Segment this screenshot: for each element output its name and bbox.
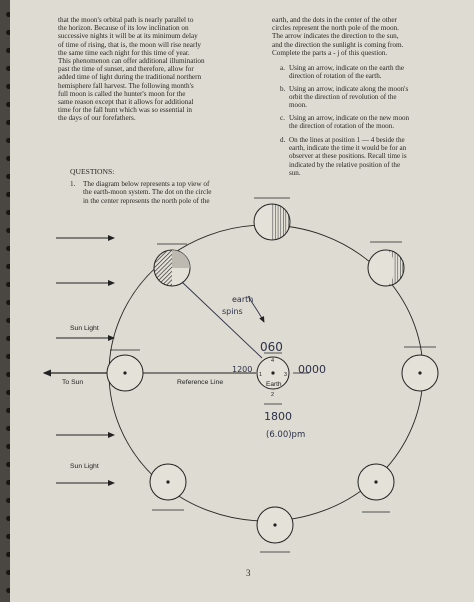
part-a: a. Using an arrow, indicate on the earth… (280, 64, 445, 80)
handwritten-time-top: 060 (260, 340, 283, 354)
paragraph-line: same reason except that it allows for ad… (58, 98, 194, 107)
paragraph-line: hemisphere fall harvest. The following m… (58, 81, 194, 90)
handwritten-spins-note: spins (222, 307, 243, 316)
question-number: 1. (70, 180, 76, 188)
part-c: c. Using an arrow, indicate on the new m… (280, 114, 445, 130)
position-1-label: 1 (259, 372, 262, 378)
question-1-text-start: The diagram below represents a top view … (83, 180, 255, 205)
part-label: b. (280, 85, 286, 93)
moon-lower-right (357, 463, 395, 513)
position-4-label: 4 (271, 358, 274, 364)
part-line: Using an arrow, indicate along the moon'… (289, 85, 409, 93)
paragraph-line: that the moon's orbital path is nearly p… (58, 16, 194, 24)
paragraph-line: added time of light during the tradition… (58, 73, 202, 82)
part-line: sun. (289, 168, 301, 177)
paragraph-line: the same time each night for this time o… (58, 48, 190, 57)
question-line: The arrow indicates the direction to the… (272, 32, 399, 41)
part-label: d. (280, 136, 286, 144)
handwritten-time-right: 0000 (298, 363, 326, 376)
part-line: Using an arrow, indicate on the new moon (289, 114, 410, 122)
handwritten-time-bottom: 1800 (264, 410, 292, 423)
part-line: Using an arrow, indicate on the earth th… (289, 64, 404, 72)
position-3-label: 3 (284, 372, 287, 378)
question-line: in the center represents the north pole … (83, 196, 210, 205)
handwritten-time-note: (6.00)pm (266, 430, 305, 440)
question-1-text-continued: earth, and the dots in the center of the… (272, 16, 450, 57)
part-line: the direction of rotation of the moon. (289, 122, 394, 131)
paragraph-line: the days of our forefathers. (58, 114, 136, 123)
question-line: the earth-moon system. The dot on the ci… (83, 188, 212, 197)
position-2-label: 2 (271, 392, 274, 398)
part-line: On the lines at position 1 — 4 beside th… (289, 136, 405, 144)
part-line: orbit the direction of revolution of the (289, 93, 397, 102)
handwritten-earth-note: earth (232, 295, 253, 304)
to-sun-label: To Sun (62, 379, 83, 386)
handwritten-pointer-line (181, 281, 263, 359)
part-line: direction of rotation of the earth. (289, 72, 382, 81)
question-line: circles represent the north pole of the … (272, 24, 399, 33)
page-number: 3 (246, 568, 251, 578)
part-line: observer at these positions. Recall time… (289, 152, 407, 161)
question-line: Complete the parts a - j of this questio… (272, 48, 388, 57)
question-line: The diagram below represents a top view … (83, 180, 210, 188)
handwritten-arrow (247, 295, 265, 323)
part-line: indicated by the relative position of th… (289, 160, 401, 169)
paragraph-line: full moon is called the hunter's moon fo… (58, 89, 186, 98)
question-1: 1. The diagram below represents a top vi… (70, 180, 255, 205)
part-label: c. (280, 114, 285, 122)
reference-line-label: Reference Line (177, 379, 223, 386)
moon-left (106, 349, 144, 392)
moon-bottom (256, 506, 294, 553)
paragraph-line: of time of rising, that is, the moon wil… (58, 40, 201, 49)
moon-upper-left (153, 243, 191, 287)
paragraph-line: time for the fall hunt which was so esse… (58, 106, 192, 115)
question-line: and the direction the sunlight is coming… (272, 40, 404, 49)
worksheet-page: that the moon's orbital path is nearly p… (10, 0, 474, 602)
earth-label: Earth (266, 381, 282, 388)
moon-right (401, 346, 439, 392)
paragraph-line: This phenomenon can offer additional ill… (58, 57, 205, 66)
paragraph-line: successive nights it will be at its mini… (58, 32, 198, 41)
paragraph-line: past the time of sunset, and therefore, … (58, 65, 194, 74)
question-line: earth, and the dots in the center of the… (272, 16, 397, 24)
part-line: earth, indicate the time it would be for… (289, 144, 407, 153)
part-line: moon. (289, 101, 307, 110)
handwritten-time-left: 1200 (232, 365, 252, 374)
paragraph-line: the horizon. Because of its low inclinat… (58, 24, 189, 33)
part-d: d. On the lines at position 1 — 4 beside… (280, 136, 445, 177)
earth-moon-diagram: Sun Light Sun Light To Sun Reference Lin… (42, 197, 439, 553)
sun-light-label: Sun Light (70, 325, 99, 332)
sun-light-label: Sun Light (70, 463, 99, 470)
moon-top (253, 197, 291, 241)
earth-north-pole-dot (271, 371, 275, 375)
moon-lower-left (149, 463, 187, 511)
part-b: b. Using an arrow, indicate along the mo… (280, 85, 445, 110)
moon-upper-right (367, 241, 405, 287)
intro-paragraph: that the moon's orbital path is nearly p… (58, 16, 258, 123)
part-label: a. (280, 64, 285, 72)
questions-heading: QUESTIONS: (70, 167, 115, 176)
